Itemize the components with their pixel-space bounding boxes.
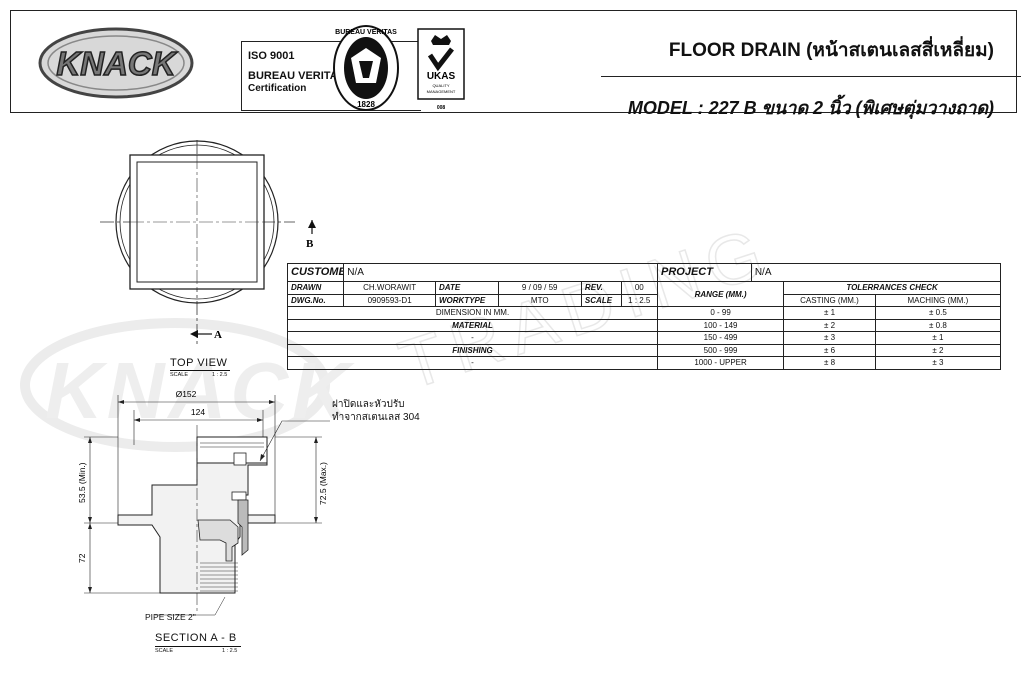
- ukas-badge: UKAS QUALITY MANAGEMENT 008: [417, 28, 465, 111]
- section-view-drawing: Ø152 124 53.5 (Min.) 72 72.5 (Max.): [77, 389, 330, 616]
- maching-cell: ± 0.8: [874, 318, 1002, 332]
- dim-outer-diameter: Ø152: [176, 389, 197, 399]
- maching-cell: ± 1: [874, 331, 1002, 345]
- table-row: MATERIAL 100 - 149 ± 2 ± 0.8: [287, 318, 1002, 332]
- pipe-thread: [200, 562, 238, 592]
- iso-line: ISO 9001: [248, 50, 295, 62]
- casting-cell: ± 6: [783, 343, 876, 357]
- grate-top: [196, 436, 268, 464]
- seal-arc-text: BUREAU VERITAS: [335, 29, 397, 36]
- marker-b: B: [306, 238, 314, 250]
- drawn-label: DRAWN: [286, 281, 345, 295]
- range-cell: 0 - 99: [656, 306, 785, 320]
- tolerance-header: TOLERRANCES CHECK: [783, 281, 1001, 295]
- date-label: DATE: [435, 281, 499, 295]
- table-row: FINISHING 500 - 999 ± 6 ± 2: [287, 343, 1002, 357]
- arrow-b-icon: [308, 220, 316, 228]
- scale-value: 1 : 2.5: [620, 293, 659, 307]
- range-cell: 150 - 499: [656, 331, 785, 345]
- marker-a: A: [214, 329, 222, 341]
- ukas-sub1: QUALITY: [432, 83, 449, 88]
- worktype-value: MTO: [497, 293, 582, 307]
- maching-cell: ± 3: [874, 356, 1002, 370]
- rev-value: 00: [620, 281, 659, 295]
- ukas-text: UKAS: [427, 71, 456, 82]
- casting-cell: ± 8: [783, 356, 876, 370]
- range-cell: 500 - 999: [656, 343, 785, 357]
- customer-value: N/A: [343, 263, 658, 282]
- casting-header: CASTING (MM.): [783, 293, 876, 307]
- knack-logo: KNACK: [38, 27, 194, 99]
- dim-height-min: 53.5 (Min.): [77, 462, 87, 503]
- range-cell: 100 - 149: [656, 318, 785, 332]
- maching-cell: ± 0.5: [874, 306, 1002, 320]
- casting-cell: ± 1: [783, 306, 876, 320]
- scale-label: SCALE: [580, 293, 622, 307]
- table-row: DIMENSION IN MM. 0 - 99 ± 1 ± 0.5: [287, 306, 1002, 320]
- maching-header: MACHING (MM.): [874, 293, 1002, 307]
- date-value: 9 / 09 / 59: [497, 281, 582, 295]
- customer-label: CUSTOMER: [286, 263, 345, 282]
- finishing-value: -: [287, 356, 658, 370]
- table-row: - 150 - 499 ± 3 ± 1: [287, 331, 1002, 345]
- title-block-header: KNACK ISO 9001 BUREAU VERITAS Certificat…: [10, 10, 1021, 118]
- cert-word: Certification: [248, 83, 307, 94]
- outer-flange-circle: [115, 140, 279, 304]
- seal-year: 1828: [357, 100, 375, 109]
- project-label: PROJECT: [657, 263, 752, 282]
- top-view-scale-value: 1 : 2.5: [212, 372, 228, 378]
- ukas-sub2: MANAGEMENT: [427, 89, 456, 94]
- finishing-label: FINISHING: [287, 343, 658, 357]
- maching-cell: ± 2: [874, 343, 1002, 357]
- flange-inner-circle: [119, 144, 275, 300]
- ukas-number: 008: [437, 105, 446, 111]
- drawing-title: FLOOR DRAIN (หน้าสเตนเลสสี่เหลี่ยม): [668, 40, 994, 61]
- section-view-title: SECTION A - B: [155, 632, 237, 644]
- square-grate-outer: [129, 154, 265, 290]
- section-scale-value: 1 : 2.5: [222, 648, 238, 654]
- range-cell: 1000 - UPPER: [656, 356, 785, 370]
- bureau-veritas-seal: BUREAU VERITAS 1828: [333, 25, 399, 111]
- note-leader: [259, 420, 330, 462]
- check-icon: [427, 47, 454, 72]
- dimension-label: DIMENSION IN MM.: [287, 306, 658, 320]
- arrow-a-icon: [190, 330, 198, 338]
- customer-row: CUSTOMER N/A PROJECT N/A: [286, 263, 1002, 282]
- dim-bottom-height: 72: [77, 553, 87, 563]
- dim-inner-width: 124: [191, 407, 205, 417]
- range-header: RANGE (MM.): [656, 281, 785, 307]
- note-line-2: ทำจากสเตนเลส 304: [332, 412, 420, 423]
- material-note: ฝาปิดและหัวปรับ ทำจากสเตนเลส 304: [332, 398, 420, 424]
- cert-org: BUREAU VERITAS: [248, 70, 345, 82]
- inner-trap: [197, 519, 239, 562]
- drawn-value: CH.WORAWIT: [343, 281, 436, 295]
- iso-certification-box: ISO 9001 BUREAU VERITAS Certification: [241, 41, 421, 111]
- note-line-1: ฝาปิดและหัวปรับ: [332, 399, 405, 410]
- logo-text: KNACK: [56, 45, 177, 82]
- dwg-row: DWG.No. 0909593-D1 WORKTYPE MTO SCALE 1 …: [286, 293, 1002, 307]
- casting-cell: ± 2: [783, 318, 876, 332]
- drawn-row: DRAWN CH.WORAWIT DATE 9 / 09 / 59 REV. 0…: [286, 281, 1001, 307]
- material-label: MATERIAL: [287, 318, 658, 332]
- material-value: -: [287, 331, 658, 345]
- crown-icon: [431, 35, 451, 45]
- dwg-value: 0909593-D1: [343, 293, 436, 307]
- top-view-scale-label: SCALE: [170, 372, 189, 378]
- casting-cell: ± 3: [783, 331, 876, 345]
- table-row: - 1000 - UPPER ± 8 ± 3: [287, 356, 1002, 370]
- pipe-size-label: PIPE SIZE 2": [145, 612, 196, 622]
- title-block-table: CUSTOMER N/A PROJECT N/A DRAWN CH.WORAWI…: [286, 263, 1002, 370]
- adjuster-screw: [233, 452, 247, 466]
- dim-height-max: 72.5 (Max.): [318, 462, 328, 505]
- top-view-title: TOP VIEW: [170, 357, 228, 369]
- project-value: N/A: [750, 263, 1002, 282]
- model-title: MODEL : 227 B ขนาด 2 นิ้ว (พิเศษตุ่มวางถ…: [627, 98, 994, 118]
- header-divider: [601, 76, 1021, 77]
- dwg-label: DWG.No.: [286, 293, 345, 307]
- worktype-label: WORKTYPE: [435, 293, 499, 307]
- section-scale-label: SCALE: [155, 648, 174, 654]
- rev-label: REV.: [580, 281, 622, 295]
- top-view-drawing: B A: [100, 140, 316, 345]
